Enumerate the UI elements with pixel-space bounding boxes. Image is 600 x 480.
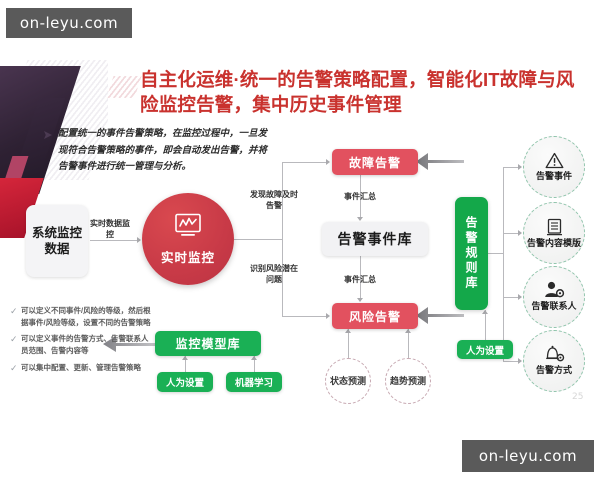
connector-branch-to-risk [282, 316, 328, 317]
aggregate-label-top: 事件汇总 [344, 192, 376, 201]
bell-gear-icon [544, 345, 565, 363]
arrowhead-item-1 [518, 164, 522, 170]
page-title: 自主化运维·统一的告警策略配置，智能化IT故障与风险监控告警，集中历史事件管理 [140, 69, 575, 115]
manual-setting-right-button[interactable]: 人为设置 [457, 340, 513, 359]
manual-setting-right-label: 人为设置 [465, 345, 504, 357]
connector-risk-to-trend-pred [408, 329, 409, 358]
connector-rule-to-manual [485, 310, 486, 340]
aggregate-label-bottom: 事件汇总 [344, 275, 376, 284]
list-item: ✓ 可以定义不同事件/风险的等级，然后根据事件/风险等级，设置不同的告警策略 [10, 305, 152, 329]
connector-monitor-out [234, 239, 282, 240]
rule-item-contact-person-label: 告警联系人 [531, 301, 577, 312]
source-data-label: 系统监控数据 [31, 226, 82, 256]
arrow-rule-to-risk [416, 306, 464, 324]
monitor-chart-icon [173, 213, 203, 242]
check-icon: ✓ [10, 306, 18, 316]
rule-item-alert-method[interactable]: 告警方式 [523, 330, 585, 392]
source-data-box[interactable]: 系统监控数据 [26, 205, 88, 277]
connector-rule-to-items [488, 253, 503, 254]
fault-alert-box[interactable]: 故障告警 [332, 149, 418, 175]
realtime-monitor-label: 实时监控 [160, 250, 215, 265]
rule-item-content-template-label: 告警内容模版 [526, 237, 581, 248]
arrowhead-item-3 [518, 294, 522, 300]
arrowhead-item-2 [518, 230, 522, 236]
arrowhead-fault [326, 159, 330, 165]
rule-item-content-template[interactable]: 告警内容模版 [523, 202, 585, 264]
connector-model-to-manual [185, 356, 186, 372]
risk-alert-label: 风险告警 [348, 309, 401, 324]
feature-bullet-list: ✓ 可以定义不同事件/风险的等级，然后根据事件/风险等级，设置不同的告警策略 ✓… [10, 305, 152, 379]
arrowhead-risk [326, 313, 330, 319]
watermark-top: on-leyu.com [6, 8, 132, 38]
event-repository-label: 告警事件库 [337, 231, 413, 247]
prediction-trend-label: 趋势预测 [389, 375, 426, 386]
connector-source-to-monitor [90, 240, 140, 241]
bullet-text-2: 可以定义事件的告警方式、告警联系人员范围、告警内容等 [21, 334, 149, 356]
person-gear-icon [544, 281, 565, 299]
arrow-rule-to-fault [416, 152, 464, 170]
arrowhead-source-to-monitor [137, 237, 141, 243]
bullet-text-3: 可以集中配置、更新、管理告警策略 [21, 362, 141, 372]
description-text: 配置统一的事件告警策略，在监控过程中，一旦发现符合告警策略的事件，即会自动发出告… [58, 128, 268, 173]
source-arrow-label: 实时数据监控 [90, 219, 130, 239]
prediction-state-circle[interactable]: 状态预测 [325, 358, 371, 404]
page-number: 25 [572, 392, 584, 402]
connector-item-4 [503, 361, 521, 362]
connector-branch-spine [282, 162, 283, 316]
list-item: ✓ 可以集中配置、更新、管理告警策略 [10, 362, 152, 376]
check-icon: ✓ [10, 334, 18, 345]
model-library-label: 监控模型库 [175, 337, 241, 351]
rule-item-contact-person[interactable]: 告警联系人 [523, 266, 585, 328]
connector-item-3 [503, 297, 521, 298]
connector-repo-to-risk [360, 256, 361, 301]
rule-library-label: 告警规则库 [464, 216, 478, 291]
description-bullet-icon [44, 131, 52, 139]
rule-item-alert-event[interactable]: 告警事件 [523, 136, 585, 198]
check-icon: ✓ [10, 362, 18, 373]
prediction-trend-circle[interactable]: 趋势预测 [385, 358, 431, 404]
branch-label-risk: 识别风险潜在问题 [250, 264, 298, 284]
branch-label-fault: 发现故障及时告警 [250, 190, 298, 210]
rule-item-alert-event-label: 告警事件 [535, 170, 572, 181]
machine-learning-label: 机器学习 [234, 378, 273, 389]
rule-item-alert-method-label: 告警方式 [535, 365, 572, 376]
connector-item-1 [503, 167, 521, 168]
connector-risk-to-state-pred [348, 329, 349, 358]
connector-item-2 [503, 233, 521, 234]
realtime-monitor-circle[interactable]: 实时监控 [142, 193, 234, 285]
warning-triangle-icon [545, 152, 564, 169]
model-library-box[interactable]: 监控模型库 [155, 331, 261, 356]
arrowhead-fault-to-repo [357, 217, 363, 221]
list-item: ✓ 可以定义事件的告警方式、告警联系人员范围、告警内容等 [10, 333, 152, 357]
arrowhead-model-ml [251, 356, 257, 360]
arrowhead-trend-pred [405, 329, 411, 333]
arrowhead-model-manual [182, 356, 188, 360]
arrow-model-library-out [103, 336, 158, 352]
title-hatch-accent [106, 76, 142, 98]
prediction-state-label: 状态预测 [329, 375, 366, 386]
risk-alert-box[interactable]: 风险告警 [332, 303, 418, 329]
manual-setting-left-label: 人为设置 [165, 378, 204, 389]
connector-items-spine [503, 167, 504, 361]
watermark-bottom: on-leyu.com [462, 440, 594, 472]
arrowhead-rule-manual [482, 310, 488, 314]
arrowhead-repo-to-risk [357, 298, 363, 302]
connector-branch-to-fault [282, 162, 328, 163]
arrowhead-item-4 [518, 358, 522, 364]
machine-learning-button[interactable]: 机器学习 [226, 372, 282, 392]
connector-model-to-ml [254, 356, 255, 372]
arrowhead-state-pred [345, 329, 351, 333]
connector-fault-to-repo [360, 175, 361, 220]
fault-alert-label: 故障告警 [348, 155, 401, 170]
bullet-text-1: 可以定义不同事件/风险的等级，然后根据事件/风险等级，设置不同的告警策略 [21, 306, 151, 328]
rule-library-box[interactable]: 告警规则库 [455, 197, 488, 310]
event-repository-box[interactable]: 告警事件库 [322, 222, 428, 256]
document-icon [546, 218, 563, 236]
manual-setting-left-button[interactable]: 人为设置 [157, 372, 213, 392]
